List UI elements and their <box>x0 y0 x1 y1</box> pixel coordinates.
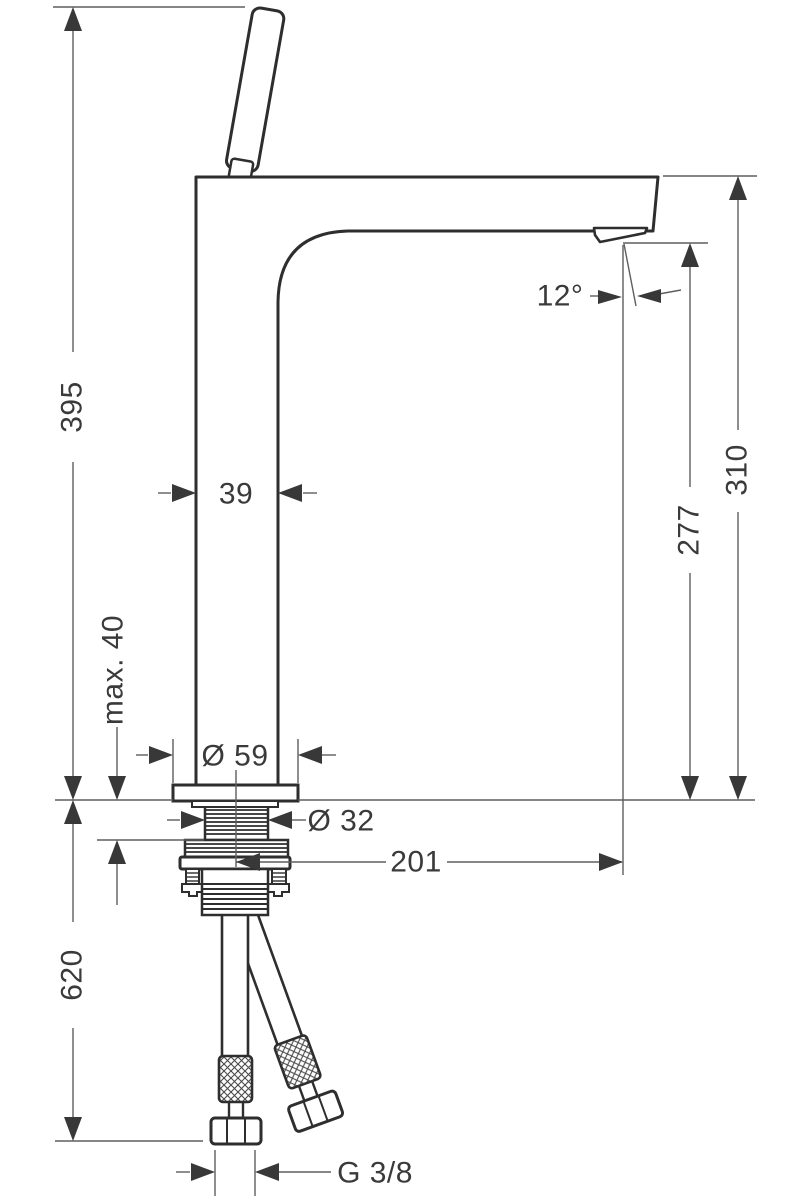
label-hose-length: 620 <box>56 949 89 1001</box>
base-plate-step <box>191 800 279 808</box>
spray-angle-line <box>623 243 637 307</box>
label-aerator-height: 277 <box>673 504 706 556</box>
label-spout-reach: 201 <box>390 846 442 879</box>
hose-nut <box>209 1116 263 1146</box>
label-max-deck-thickness: max. 40 <box>97 615 130 725</box>
aerator <box>592 226 649 244</box>
left-foot <box>181 883 205 897</box>
mounting-nut-bar <box>178 855 292 871</box>
hose-braided-coupling <box>217 1054 254 1104</box>
supply-hose-vertical <box>209 913 263 1146</box>
hose-braided-coupling <box>273 1034 322 1090</box>
mounting-assembly <box>178 804 292 917</box>
faucet-body-outline <box>194 175 660 788</box>
label-connection-thread: G 3/8 <box>337 1157 413 1190</box>
dimension-labels: 395 620 max. 40 277 310 39 Ø 59 Ø 32 201… <box>56 280 754 1190</box>
label-base-diameter: Ø 59 <box>201 740 268 773</box>
dimension-arrows <box>64 7 747 1181</box>
label-spray-angle: 12° <box>537 280 584 313</box>
dimension-lines <box>53 6 757 1196</box>
faucet-object <box>171 6 660 1146</box>
label-hole-diameter: Ø 32 <box>307 805 374 838</box>
label-total-height: 395 <box>56 381 89 433</box>
right-foot <box>266 883 290 897</box>
label-body-width: 39 <box>219 478 253 511</box>
lever-handle <box>225 6 286 183</box>
shank-lower-body <box>200 867 270 917</box>
hose-nut <box>287 1089 345 1133</box>
label-spout-top-height: 310 <box>721 444 754 496</box>
